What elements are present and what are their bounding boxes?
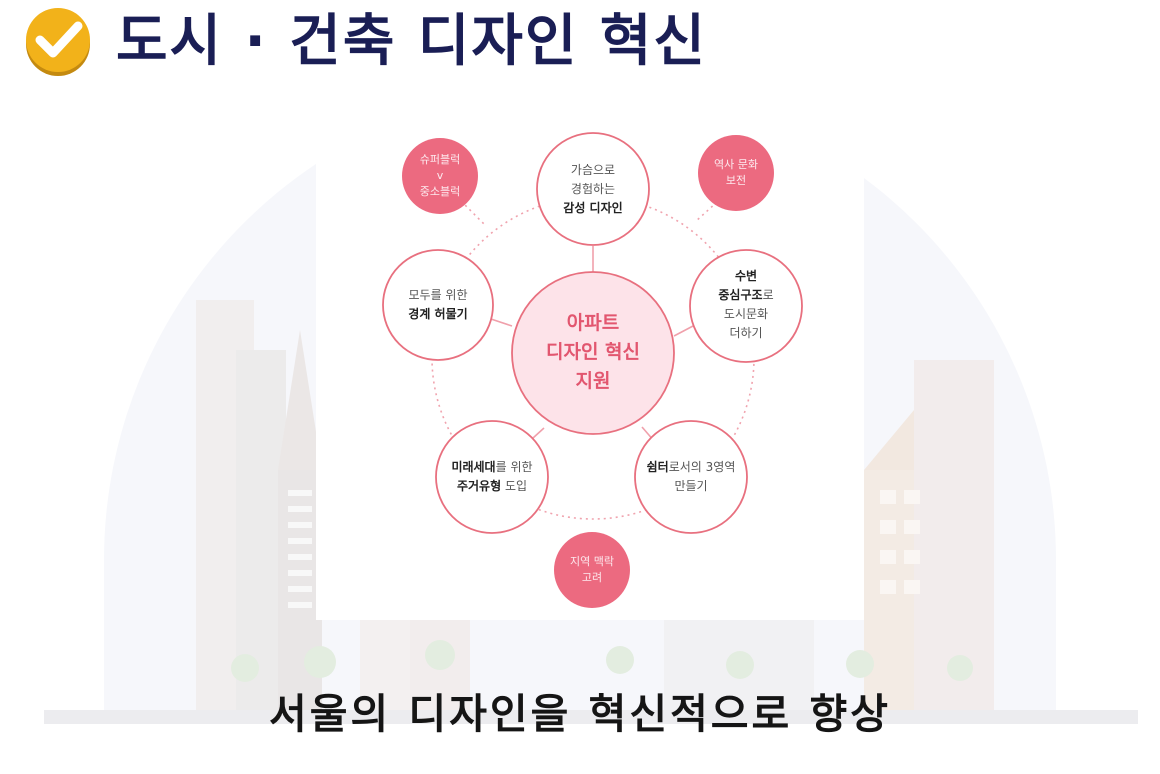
center-line-2: 디자인 혁신 bbox=[545, 341, 640, 363]
node-bottom-left-line-1-bold: 미래세대 bbox=[451, 460, 496, 474]
accent-top-left-label: 슈퍼블럭 v 중소블럭 bbox=[404, 152, 476, 200]
accent-bottom-line-1: 지역 맥락 bbox=[570, 555, 614, 568]
node-bottom-left-circle bbox=[435, 420, 549, 534]
accent-top-left-line-1: 슈퍼블럭 bbox=[419, 153, 461, 166]
accent-top-left-circle bbox=[402, 138, 478, 214]
center-line-3: 지원 bbox=[575, 370, 611, 392]
node-bottom-right-label: 쉼터로서의 3영역 만들기 bbox=[631, 458, 751, 496]
node-top-line-1: 가슴으로 bbox=[570, 163, 616, 177]
node-left-circle bbox=[382, 249, 494, 361]
node-left-label: 모두를 위한 경계 허물기 bbox=[382, 286, 494, 324]
node-bottom-right-line-1-bold: 쉼터 bbox=[646, 460, 669, 474]
center-line-1: 아파트 bbox=[566, 312, 620, 334]
slogan: 서울의 디자인을 혁신적으로 향상 bbox=[269, 690, 891, 738]
center-circle bbox=[511, 271, 675, 435]
node-right-line-1: 수변 bbox=[734, 269, 758, 283]
node-left-line-1: 모두를 위한 bbox=[408, 288, 468, 302]
node-bottom-right-circle bbox=[634, 420, 748, 534]
accent-top-right-line-1: 역사 문화 bbox=[714, 158, 758, 171]
node-bottom-left-line-2-tail: 도입 bbox=[501, 479, 528, 493]
check-circle-icon bbox=[26, 8, 90, 76]
accent-bottom-circle bbox=[554, 532, 630, 608]
page-title: 도시 · 건축 디자인 혁신 bbox=[116, 9, 707, 74]
node-bottom-right-line-1-tail: 로서의 3영역 bbox=[668, 460, 736, 474]
accent-top-left-line-3: 중소블럭 bbox=[419, 185, 461, 198]
node-right-circle bbox=[689, 249, 803, 363]
accent-bottom-line-2: 고려 bbox=[581, 571, 603, 584]
accent-top-right-line-2: 보전 bbox=[725, 174, 747, 187]
node-right-label: 수변 중심구조로 도시문화 더하기 bbox=[690, 267, 802, 343]
diagram-graphic bbox=[382, 132, 803, 608]
node-bottom-left-line-1-tail: 를 위한 bbox=[495, 460, 533, 474]
node-right-line-3: 도시문화 bbox=[723, 307, 769, 321]
diagram: 아파트 디자인 혁신 지원 가슴으로 경험하는 감성 디자인 수변 중심구조로 … bbox=[316, 100, 864, 620]
center-label: 아파트 디자인 혁신 지원 bbox=[513, 309, 673, 396]
accent-bottom-label: 지역 맥락 고려 bbox=[556, 554, 628, 586]
title-row: 도시 · 건축 디자인 혁신 bbox=[22, 4, 707, 80]
node-left-line-2: 경계 허물기 bbox=[408, 307, 468, 321]
accent-top-right-circle bbox=[698, 135, 774, 211]
accent-top-right-label: 역사 문화 보전 bbox=[700, 157, 772, 189]
node-right-line-2-bold: 중심구조 bbox=[718, 288, 763, 302]
ground-line bbox=[44, 710, 1138, 724]
node-bottom-left-line-2-bold: 주거유형 bbox=[456, 479, 502, 493]
node-bottom-right-line-2: 만들기 bbox=[674, 479, 708, 493]
node-top-circle bbox=[536, 132, 650, 246]
node-top-line-2: 경험하는 bbox=[570, 182, 616, 196]
node-top-label: 가슴으로 경험하는 감성 디자인 bbox=[537, 161, 649, 218]
accent-top-left-line-2: v bbox=[436, 169, 444, 182]
node-right-line-4: 더하기 bbox=[729, 326, 763, 340]
node-bottom-left-label: 미래세대를 위한 주거유형 도입 bbox=[430, 458, 554, 496]
node-top-line-3: 감성 디자인 bbox=[563, 201, 623, 215]
node-right-line-2-tail: 로 bbox=[762, 288, 774, 302]
